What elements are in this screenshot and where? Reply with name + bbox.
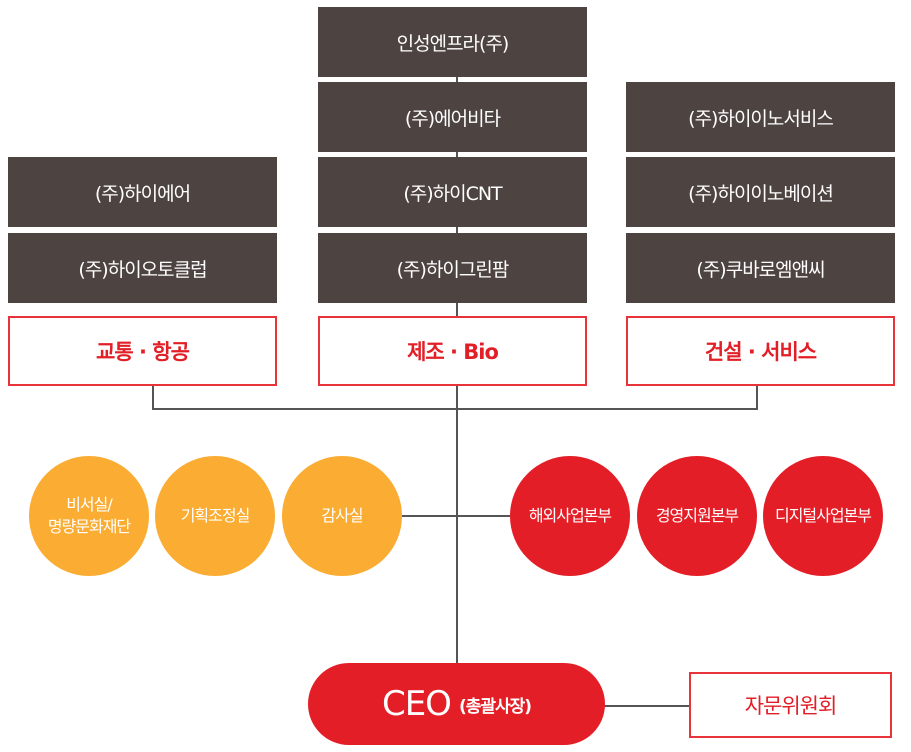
company-box-hi-greenfarm: (주)하이그린팜 [318, 233, 587, 303]
staff-circle-audit: 감사실 [282, 456, 402, 576]
right-sector-drop [756, 386, 758, 409]
staff-circle-planning-coordination: 기획조정실 [155, 456, 275, 576]
company-box-hi-air: (주)하이에어 [8, 157, 277, 227]
sector-horizontal-connector [152, 408, 758, 410]
company-box-cubaro-mnc: (주)쿠바로엠앤씨 [626, 233, 895, 303]
sector-box-transport-aviation: 교통 · 항공 [8, 316, 277, 386]
left-sector-drop [152, 386, 154, 409]
staff-circle-secretariat-foundation: 비서실/ 명량문화재단 [29, 456, 149, 576]
division-circle-management-support: 경영지원본부 [637, 456, 757, 576]
company-box-hi-innovation: (주)하이이노베이션 [626, 157, 895, 227]
staff-circle-line: 기획조정실 [180, 506, 251, 525]
sector-box-construction-service: 건설 · 서비스 [626, 316, 895, 386]
division-circle-overseas: 해외사업본부 [510, 456, 630, 576]
ceo-node: CEO (총괄사장) [308, 663, 605, 745]
advisory-connector [604, 705, 690, 707]
advisory-board-box: 자문위원회 [689, 672, 892, 738]
staff-circle-line: 비서실/ [66, 495, 113, 514]
department-horizontal-connector [402, 515, 510, 517]
company-box-insung-enpra: 인성엔프라(주) [318, 7, 587, 77]
sector-box-manufacturing-bio: 제조 · Bio [318, 316, 587, 386]
company-box-hi-autoclub: (주)하이오토클럽 [8, 233, 277, 303]
company-box-hi-cnt: (주)하이CNT [318, 157, 587, 227]
company-box-airvita: (주)에어비타 [318, 82, 587, 152]
staff-circle-line: 감사실 [321, 506, 363, 525]
division-circle-digital: 디지털사업본부 [763, 456, 883, 576]
staff-circle-line: 명량문화재단 [47, 517, 131, 536]
company-box-hi-inno-service: (주)하이이노서비스 [626, 82, 895, 152]
ceo-subtitle: (총괄사장) [458, 696, 532, 717]
ceo-title: CEO [381, 684, 452, 724]
